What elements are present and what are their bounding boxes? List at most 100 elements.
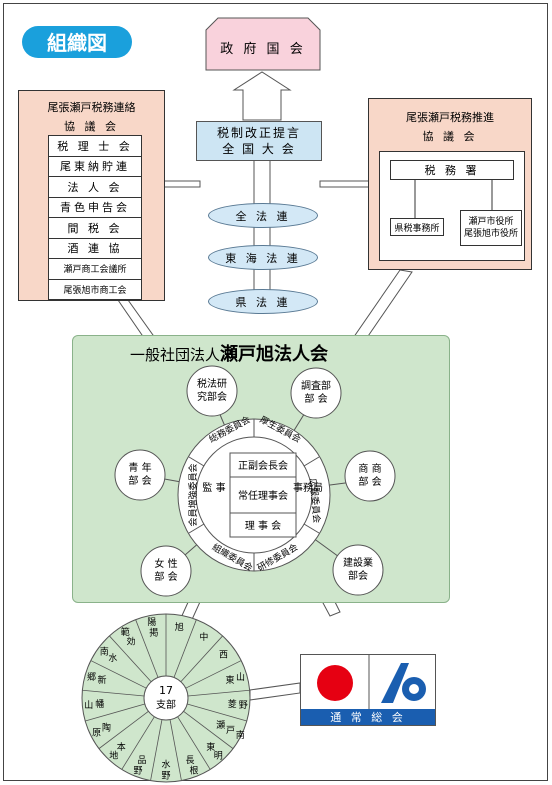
branch-name: 新 — [97, 674, 106, 686]
list-item: 酒 連 協 — [49, 239, 141, 259]
branch-divider — [185, 660, 242, 689]
branch-divider — [183, 710, 234, 749]
branch-divider — [121, 716, 155, 770]
branch-name: 明 — [214, 750, 223, 761]
branch-name: 原 — [92, 728, 101, 739]
assembly-emblems — [317, 655, 426, 709]
branches-wheel: 17 支部 旭中西東山菱野瀬戸南東明長根水野品野本地陶原幡山新郷水南効範掲陽 — [81, 613, 251, 783]
branch-divider — [90, 660, 147, 689]
branch-count: 17 — [159, 684, 173, 697]
svg-text:究部会: 究部会 — [197, 390, 227, 403]
branch-name: 地 — [109, 749, 118, 761]
branch-divider — [98, 710, 149, 749]
branch-divider — [177, 716, 211, 770]
branch-name: 野 — [239, 700, 248, 711]
commerce-bubble: 商 商 — [358, 462, 381, 475]
branch-name: 南 — [100, 645, 109, 657]
committee-membership: 会員増強委員会 — [187, 463, 199, 526]
left-council-title2: 協 議 会 — [64, 120, 119, 133]
branch-divider — [187, 703, 247, 722]
org-prefix: 一般社団法人 — [130, 346, 221, 364]
core-standing: 常任理事会 — [238, 489, 288, 502]
general-assembly-label: 通 常 総 会 — [301, 709, 435, 725]
right-council-inner: 税 務 署 県税事務所 瀬戸市役所 尾張旭市役所 — [379, 151, 525, 261]
right-council-title1: 尾張瀬戸税務推進 — [406, 111, 494, 124]
page-frame — [3, 3, 548, 781]
list-item: 尾東納貯連 — [49, 157, 141, 177]
branch-name: 中 — [199, 631, 208, 643]
branch-name: 水 — [108, 652, 117, 664]
branch-name: 陽 — [147, 617, 156, 628]
tax-office: 税 務 署 — [390, 160, 514, 180]
oval-ken-houren: 県 法 連 — [208, 289, 318, 314]
left-council-box: 尾張瀬戸税務連絡 協 議 会 税 理 士 会 尾東納貯連 法 人 会 青色申告会… — [18, 90, 165, 301]
organization-circles: 税法研 究部会 調査部 部 会 青 年 部 会 商 商 部 会 女 性 部 会 … — [114, 365, 396, 597]
branch-name: 東 — [206, 741, 215, 753]
flag-sun-icon — [317, 665, 353, 701]
branch-divider — [109, 635, 152, 683]
branch-divider — [169, 719, 182, 781]
branch-name: 郷 — [87, 672, 96, 683]
branch-name: 範 — [121, 626, 130, 638]
corporate-logo-icon — [381, 663, 426, 703]
branch-name: 戸 — [226, 725, 235, 736]
city-office-owariasahi: 尾張旭市役所 — [463, 229, 518, 239]
branch-name: 根 — [189, 764, 198, 776]
prefecture-tax-office: 県税事務所 — [390, 218, 444, 236]
list-item: 法 人 会 — [49, 177, 141, 198]
city-offices: 瀬戸市役所 尾張旭市役所 — [460, 210, 522, 246]
branch-name: 瀬 — [216, 719, 225, 731]
svg-text:部 会: 部 会 — [128, 474, 151, 487]
branch-name: 効 — [126, 636, 135, 648]
list-item: 瀬戸商工会議所 — [49, 259, 141, 280]
core-board: 理 事 会 — [245, 519, 281, 532]
government-label: 政 府 国 会 — [220, 42, 305, 57]
svg-text:部 会: 部 会 — [304, 392, 327, 405]
main-organization-title: 一般社団法人 瀬戸旭法人会 — [130, 340, 430, 370]
branch-label: 支部 — [156, 698, 176, 711]
branch-divider — [180, 635, 223, 683]
branch-name: 南 — [236, 729, 245, 741]
list-item: 間 税 会 — [49, 218, 141, 239]
branch-divider — [82, 689, 145, 697]
list-item: 青色申告会 — [49, 198, 141, 218]
svg-text:部 会: 部 会 — [358, 475, 381, 488]
committee-public-relations: 広報委員会 — [307, 478, 323, 524]
survey-bubble: 調査部 — [301, 379, 331, 392]
general-assembly-box: 通 常 総 会 — [300, 654, 436, 726]
branch-name: 山 — [84, 700, 93, 711]
tax-study-bubble: 税法研 — [197, 377, 227, 390]
branch-name: 旭 — [175, 621, 184, 633]
branch-divider — [135, 619, 159, 678]
branch-name: 水 — [161, 759, 170, 771]
branch-name: 長 — [185, 755, 194, 766]
right-council-box: 尾張瀬戸税務推進 協 議 会 税 務 署 県税事務所 瀬戸市役所 尾張旭市役所 — [368, 98, 532, 270]
branch-name: 本 — [117, 741, 126, 753]
branch-name: 野 — [161, 771, 170, 782]
title-badge: 組織図 — [22, 26, 132, 58]
branch-name: 幡 — [95, 698, 104, 710]
oval-tokai-houren: 東 海 法 連 — [208, 245, 318, 270]
core-audit: 監 事 — [202, 481, 225, 494]
org-name: 瀬戸旭法人会 — [220, 344, 329, 365]
oval-zenhouren: 全 法 連 — [208, 203, 318, 228]
right-council-title2: 協 議 会 — [422, 130, 478, 143]
svg-text:部 会: 部 会 — [154, 570, 177, 583]
list-item: 尾張旭市商工会 — [49, 280, 141, 300]
branch-name: 掲 — [149, 628, 158, 639]
page-title: 組織図 — [47, 31, 107, 55]
branch-divider — [150, 719, 163, 781]
federation-box: 税制改正提言 全 国 大 会 — [196, 121, 322, 161]
branch-name: 東 — [225, 674, 234, 686]
branch-name: 山 — [236, 672, 245, 683]
core-secretariat: 事務局 — [293, 481, 323, 494]
construction-bubble: 建設業 — [343, 556, 373, 569]
city-office-seto: 瀬戸市役所 — [468, 217, 514, 227]
list-item: 税 理 士 会 — [49, 136, 141, 157]
svg-text:部会: 部会 — [348, 569, 368, 582]
branch-name: 品 — [137, 755, 146, 766]
left-council-list: 税 理 士 会 尾東納貯連 法 人 会 青色申告会 間 税 会 酒 連 協 瀬戸… — [48, 135, 142, 300]
branch-name: 西 — [219, 650, 228, 661]
women-bubble: 女 性 — [154, 557, 177, 570]
branch-divider — [85, 703, 145, 722]
